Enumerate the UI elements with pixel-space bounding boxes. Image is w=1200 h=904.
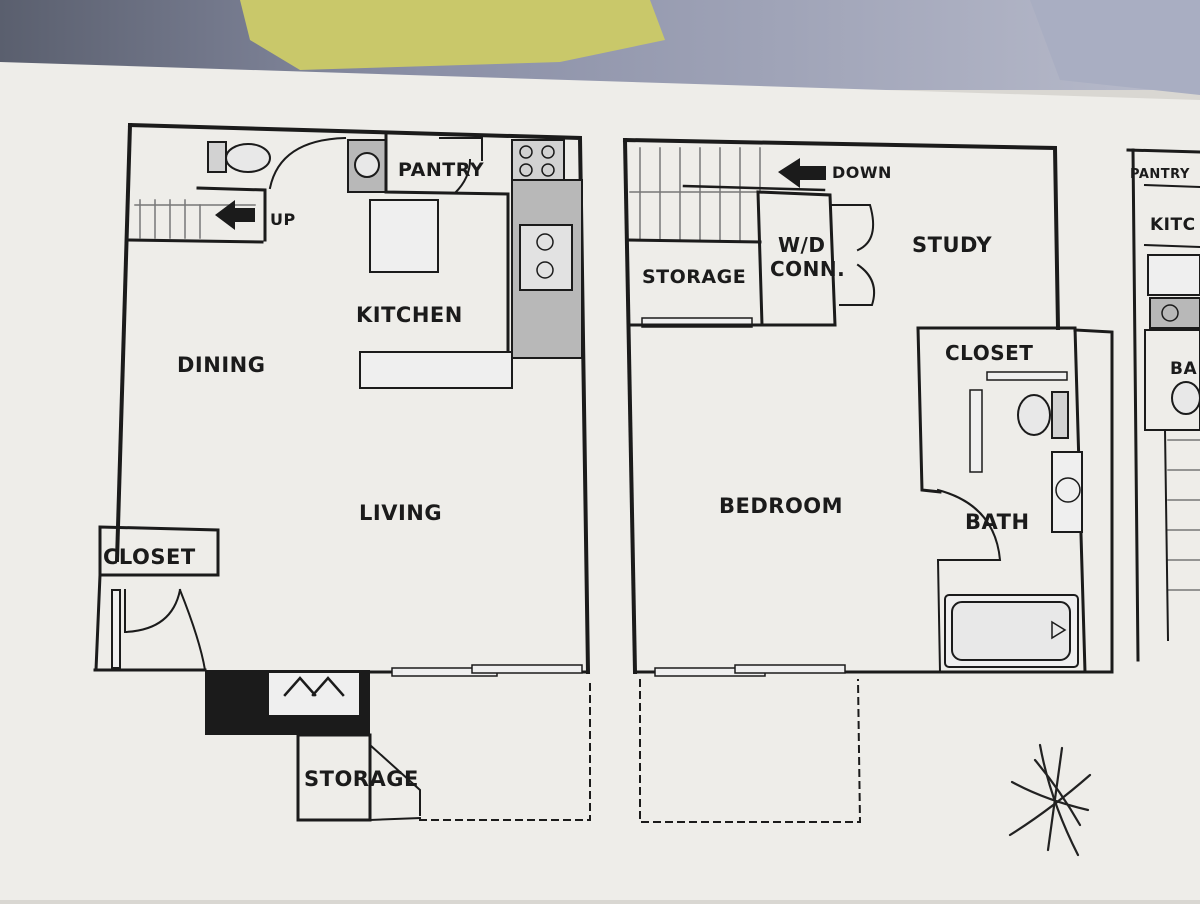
- label-closet-floor1: CLOSET: [103, 545, 196, 569]
- cushion-shape: [240, 0, 665, 70]
- floor-3-partial-plan: [1126, 148, 1200, 662]
- label-storage-floor1: STORAGE: [304, 767, 419, 791]
- background-object: [1030, 0, 1200, 95]
- label-kitchen: KITCHEN: [356, 303, 463, 327]
- label-wd-line2: CONN.: [770, 257, 845, 281]
- handwritten-star-mark: [1008, 743, 1092, 857]
- label-dining: DINING: [177, 353, 265, 377]
- paper-sheet: [0, 62, 1200, 900]
- label-bedroom: BEDROOM: [719, 494, 843, 518]
- label-wd-line1: W/D: [778, 233, 825, 257]
- floor-2-plan: [622, 137, 1114, 823]
- label-bath: BATH: [965, 510, 1030, 534]
- label-pantry: PANTRY: [398, 159, 484, 181]
- floor-1-plan: [93, 122, 591, 822]
- label-closet-floor2: CLOSET: [945, 341, 1033, 365]
- label-bath-floor3: BA: [1170, 359, 1197, 379]
- label-living: LIVING: [359, 501, 442, 525]
- label-up: UP: [270, 210, 296, 229]
- label-down: DOWN: [832, 163, 892, 182]
- label-kitchen-floor3: KITC: [1150, 215, 1196, 235]
- label-study: STUDY: [912, 233, 992, 257]
- label-pantry-floor3: PANTRY: [1130, 167, 1190, 182]
- label-storage-floor2: STORAGE: [642, 266, 746, 288]
